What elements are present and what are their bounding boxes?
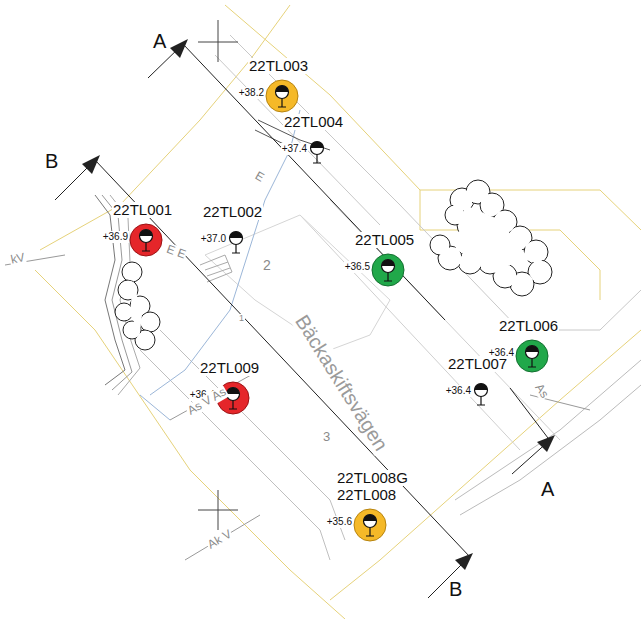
plan-label: A [152,30,167,52]
sample-point-marker [262,76,302,116]
plan-label: As [532,381,552,402]
plan-label: 3 [322,430,331,444]
plan-label: E [252,169,267,185]
sample-point: 22TL009+36.4 [163,359,303,420]
plan-label: B [44,150,59,172]
point-id: 22TL006 [498,318,559,334]
elevation-label: +35.6 [326,516,353,528]
road-edge [455,360,641,500]
tree-cloud [115,180,552,350]
elevation-label: +37.0 [200,233,227,245]
plot-boundary [225,5,641,230]
plan-label: A [540,478,555,500]
plan-label: B [448,578,463,600]
elevation-label: +36.4 [445,385,472,397]
point-id: 22TL008 [336,487,397,503]
sample-point-marker [126,220,166,260]
sample-point: 22TL003 +38.2 [212,57,352,118]
stairs [200,255,232,282]
point-id: 22TL003 [248,58,309,74]
point-id: 22TL001 [112,202,173,218]
elevation-label: +38.2 [238,87,265,99]
elevation-label: +36.5 [344,261,371,273]
sample-point: 22TL008G22TL008 +35.6 [300,469,440,547]
sample-point: 22TL004 +37.4 [247,113,387,174]
plan-label: Bäckaskiftsvägen [291,310,393,455]
sample-point: 22TL005 +36.5 [318,231,458,292]
point-id: 22TL004 [283,114,344,130]
sample-point-marker [368,250,408,290]
point-id: 22TL009 [199,360,260,376]
road-edge [230,35,641,330]
plan-label: Ak V [205,527,235,552]
plot-boundary [420,190,600,300]
elevation-label: +36.9 [102,231,129,243]
elevation-label: +37.4 [281,143,308,155]
road-edge [215,55,380,225]
sample-point: 22TL002 +37.0 [166,203,306,264]
road-edge [460,385,641,515]
point-id: 22TL008G [336,470,409,486]
sample-point: 22TL001 +36.9 [76,201,216,262]
point-id: 22TL005 [354,232,415,248]
sample-point-marker [512,336,552,376]
point-id: 22TL002 [202,204,263,220]
plan-label: E E [164,242,189,262]
plan-label: kV [9,251,27,267]
point-id: 22TL007 [447,356,508,372]
sample-point-marker [350,505,390,545]
plan-label: 1 [238,314,245,324]
plot-boundary [40,5,290,250]
pipe-line [150,110,300,395]
plot-boundary [330,330,641,600]
sample-point: 22TL007 +36.4 [411,355,551,416]
plan-label: 2 [262,258,272,273]
